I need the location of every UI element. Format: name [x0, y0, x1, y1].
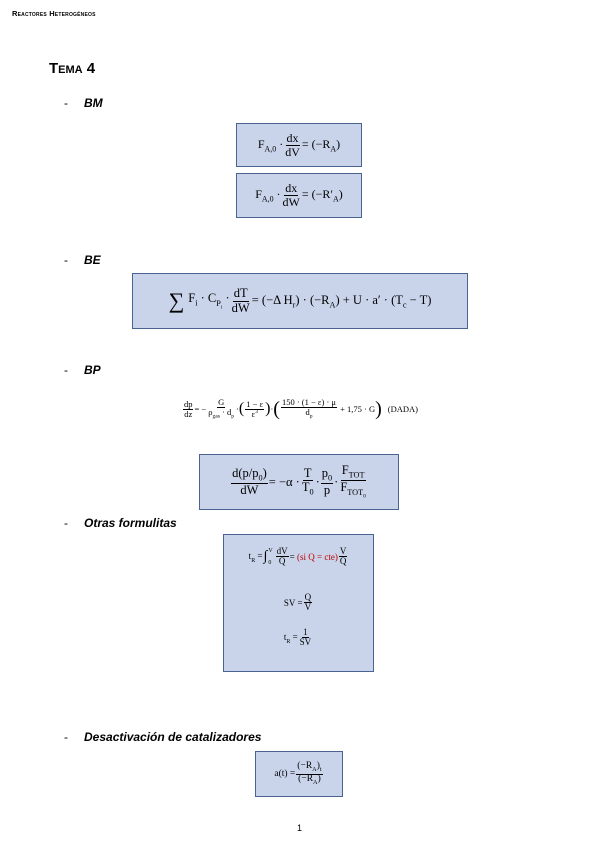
ergun-coefficient: 1,75	[347, 404, 362, 414]
page-title: Tema 4	[49, 60, 96, 77]
page-number: 1	[296, 823, 302, 833]
constant-flow-note: (si Q = cte)	[297, 551, 338, 562]
formula-activity: a(t) = (−RA)t(−RA)	[255, 751, 343, 797]
section-label: Desactivación de catalizadores	[84, 730, 262, 744]
section-label: BP	[84, 363, 101, 377]
section-bp: - BP	[64, 363, 101, 377]
bullet-dash: -	[64, 363, 68, 377]
bullet-dash: -	[64, 253, 68, 267]
section-desactivacion: - Desactivación de catalizadores	[64, 730, 261, 744]
bullet-dash: -	[64, 730, 68, 744]
running-header: Reactores Heterogéneos	[12, 9, 96, 18]
bullet-dash: -	[64, 96, 68, 110]
section-bm: - BM	[64, 96, 103, 110]
formula-note-dada: (DADA)	[387, 404, 419, 414]
section-label: BM	[84, 96, 103, 110]
section-be: - BE	[64, 253, 101, 267]
section-otras: - Otras formulitas	[64, 516, 177, 530]
section-label: BE	[84, 253, 101, 267]
bullet-dash: -	[64, 516, 68, 530]
section-label: Otras formulitas	[84, 516, 177, 530]
